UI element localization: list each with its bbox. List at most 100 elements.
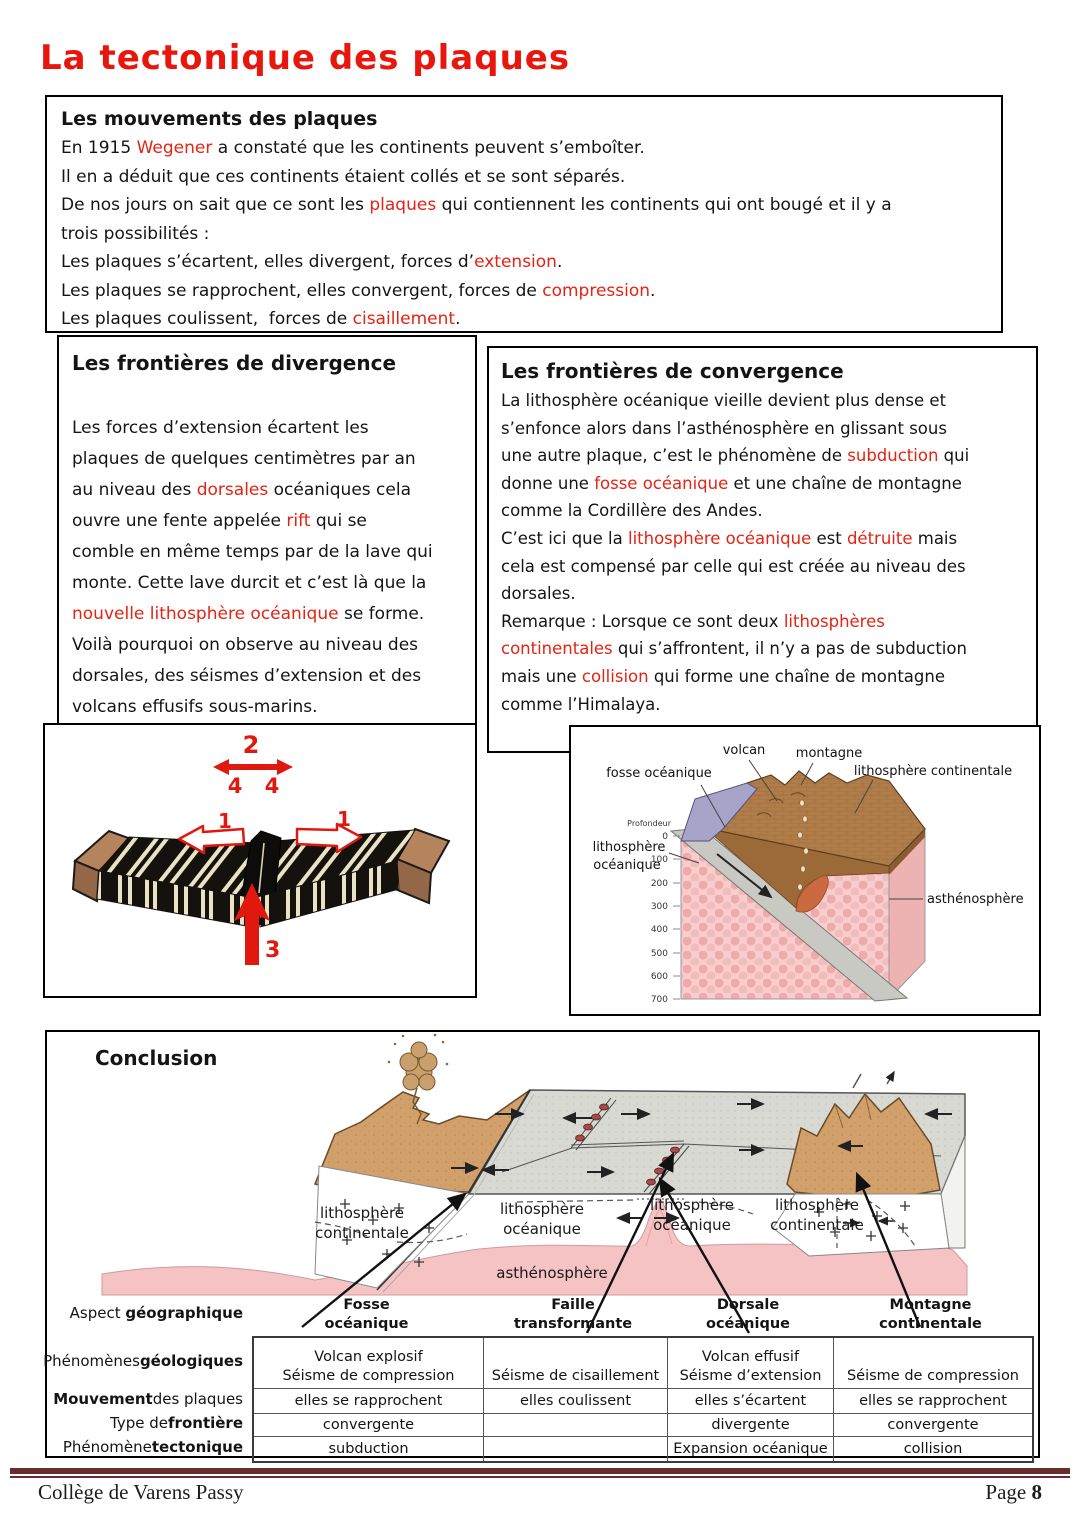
right-arrow-icon [295,822,363,854]
table-cell: elles s’écartent [667,1388,833,1413]
depth-scale-title: Profondeur [627,819,672,828]
depth-scale: Profondeur 0 100 200 300 400 500 600 700 [627,819,680,1005]
left-granite-face [314,1165,471,1289]
svg-text:océanique: océanique [503,1220,581,1238]
asthenosphere-label: asthénosphère [927,892,1024,907]
label-4-left: 4 [228,774,243,798]
footer-school: Collège de Varens Passy [38,1480,244,1504]
right-granite-face [772,1193,950,1257]
svg-text:océanique: océanique [653,1216,731,1234]
ocean-surface [680,782,758,842]
plate-motion-arrows [451,1098,952,1224]
lithosphere-continentale-label: lithosphère continentale [854,764,1012,779]
table-cell: Séisme de compression [833,1338,1032,1388]
table-cell: convergente [254,1413,483,1436]
footer: Collège de Varens Passy Page 8 [38,1480,1042,1505]
conclusion-diagram: lithosphère continentale lithosphère océ… [101,1033,968,1334]
svg-text:lithosphère: lithosphère [320,1204,404,1222]
svg-text:500: 500 [651,949,668,959]
svg-text:200: 200 [651,879,668,889]
table-cell: divergente [667,1413,833,1436]
svg-text:lithosphère: lithosphère [775,1196,859,1214]
label-4-right: 4 [265,774,280,798]
leader-lines [668,759,923,900]
movements-box: Les mouvements des plaques En 1915 Wegen… [45,95,1003,333]
svg-text:400: 400 [651,925,668,935]
montagne-label: montagne [796,746,862,761]
table-cell: elles coulissent [483,1388,667,1413]
right-continental-block [786,1072,941,1199]
row-header-phenomene-tectonique: Phénomène tectonique [62,1437,243,1456]
continental-crust-section [703,827,890,913]
page-title: La tectonique des plaques [40,38,571,78]
table-cell: elles se rapprochent [833,1388,1032,1413]
lithosphere-label: lithosphère [593,840,666,855]
label-2: 2 [243,731,260,759]
table-cell: subduction [254,1436,483,1461]
movements-box-title: Les mouvements des plaques [61,108,378,130]
footer-page: Page 8 [985,1480,1043,1504]
footer-rule [10,1468,1070,1478]
table-cell: convergente [833,1413,1032,1436]
page-number: 8 [1031,1480,1043,1504]
table-cell: Séisme de cisaillement [483,1338,667,1388]
svg-text:300: 300 [651,902,668,912]
asthenosphere-label: asthénosphère [496,1264,607,1282]
spread-double-arrow-icon [213,759,293,775]
label-1-left: 1 [218,809,232,833]
label-3: 3 [265,938,280,963]
lab-dashed-lines [314,1198,916,1252]
row-header-type: Type de frontière [110,1413,243,1432]
movements-box-body: En 1915 Wegener a constaté que les conti… [61,138,892,329]
convergence-box: Les frontières de convergence La lithosp… [487,346,1038,753]
label-1-right: 1 [337,807,351,831]
oceanique-label: océanique [593,858,660,873]
magma-rising-blobs [797,799,809,891]
row-header-aspect: Aspect géographique [69,1304,243,1322]
table-cell [483,1436,667,1461]
svg-text:0: 0 [662,832,668,842]
conclusion-diagram-labels: lithosphère continentale lithosphère océ… [315,1196,864,1282]
table-row-headers: Phénomènes géologiques Mouvement des pla… [43,1336,243,1459]
subduction-diagram-box: Profondeur 0 100 200 300 400 500 600 700… [569,725,1041,1016]
svg-text:100: 100 [651,855,668,865]
table-cell: elles se rapprochent [254,1388,483,1413]
table-cell: collision [833,1436,1032,1461]
table-cell: Expansion océanique [667,1436,833,1461]
ridge-diagram: 2 4 4 1 1 3 [71,731,451,965]
table-cell [483,1413,667,1436]
svg-text:continentale: continentale [770,1216,864,1234]
volcan-label: volcan [723,743,766,758]
svg-text:700: 700 [651,995,668,1005]
ridge-diagram-box: 2 4 4 1 1 3 [43,723,477,998]
svg-text:continentale: continentale [315,1224,409,1242]
diagram-labels: volcan montagne lithosphère continentale… [593,743,1024,907]
continental-surface [703,770,926,867]
volcano-eruption-plume [387,1033,449,1125]
row-header-mouvement: Mouvement des plaques [53,1389,243,1408]
svg-text:600: 600 [651,972,668,982]
svg-text:lithosphère: lithosphère [650,1196,734,1214]
subduction-diagram: Profondeur 0 100 200 300 400 500 600 700… [593,743,1024,1005]
feature-pointer-arrows [301,1151,922,1334]
left-arrow-icon [177,824,246,855]
divergence-box-title: Les frontières de divergence [72,351,397,375]
convergence-box-body: La lithosphère océanique vieille devient… [501,391,970,714]
row-header-phenomenes: Phénomènes géologiques [43,1352,243,1370]
divergence-box: Les frontières de divergence Les forces … [57,335,477,752]
fosse-oceanique-label: fosse océanique [606,766,712,781]
magma-up-arrow-icon [234,883,270,965]
svg-text:lithosphère: lithosphère [500,1200,584,1218]
conclusion-box: lithosphère continentale lithosphère océ… [43,1030,1040,1463]
conclusion-title: Conclusion [95,1046,218,1070]
